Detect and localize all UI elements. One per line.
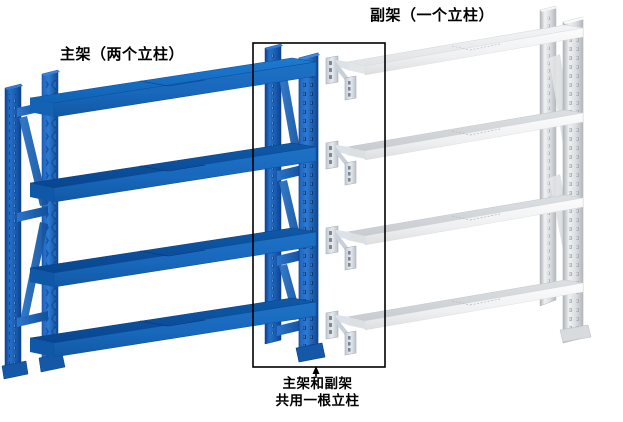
gray-add-on-rack [325,5,592,356]
gray-shelf-1 [346,24,584,76]
add-on-frame-label: 副架（一个立柱） [370,6,495,24]
main-frame-label: 主架（两个立柱） [60,45,185,63]
caption-line-2: 共用一根立柱 [275,392,360,409]
blue-left-upright-assembly [1,69,66,380]
blue-shelf-1 [29,57,317,118]
blue-shelf-4 [29,297,317,358]
gray-shelf-2 [346,109,584,161]
blue-shelf-2 [29,142,317,203]
shared-upright-caption: 主架和副架 共用一根立柱 [255,376,380,410]
shared-upright-arrow [312,366,320,376]
blue-main-rack [1,43,326,380]
gray-beam-bracket-3 [325,225,357,271]
gray-beam-bracket-4 [325,310,357,356]
gray-rear-upright [539,5,558,307]
gray-beam-bracket-1 [325,55,357,101]
blue-shelf-3 [29,227,317,288]
blue-shared-upright-assembly [264,43,326,363]
gray-shelf-3 [346,194,584,246]
gray-shelf-4 [346,279,584,331]
gray-beam-bracket-2 [325,140,357,186]
shared-upright-highlight [252,42,386,368]
caption-line-1: 主架和副架 [282,376,353,392]
gray-front-upright [559,16,592,344]
